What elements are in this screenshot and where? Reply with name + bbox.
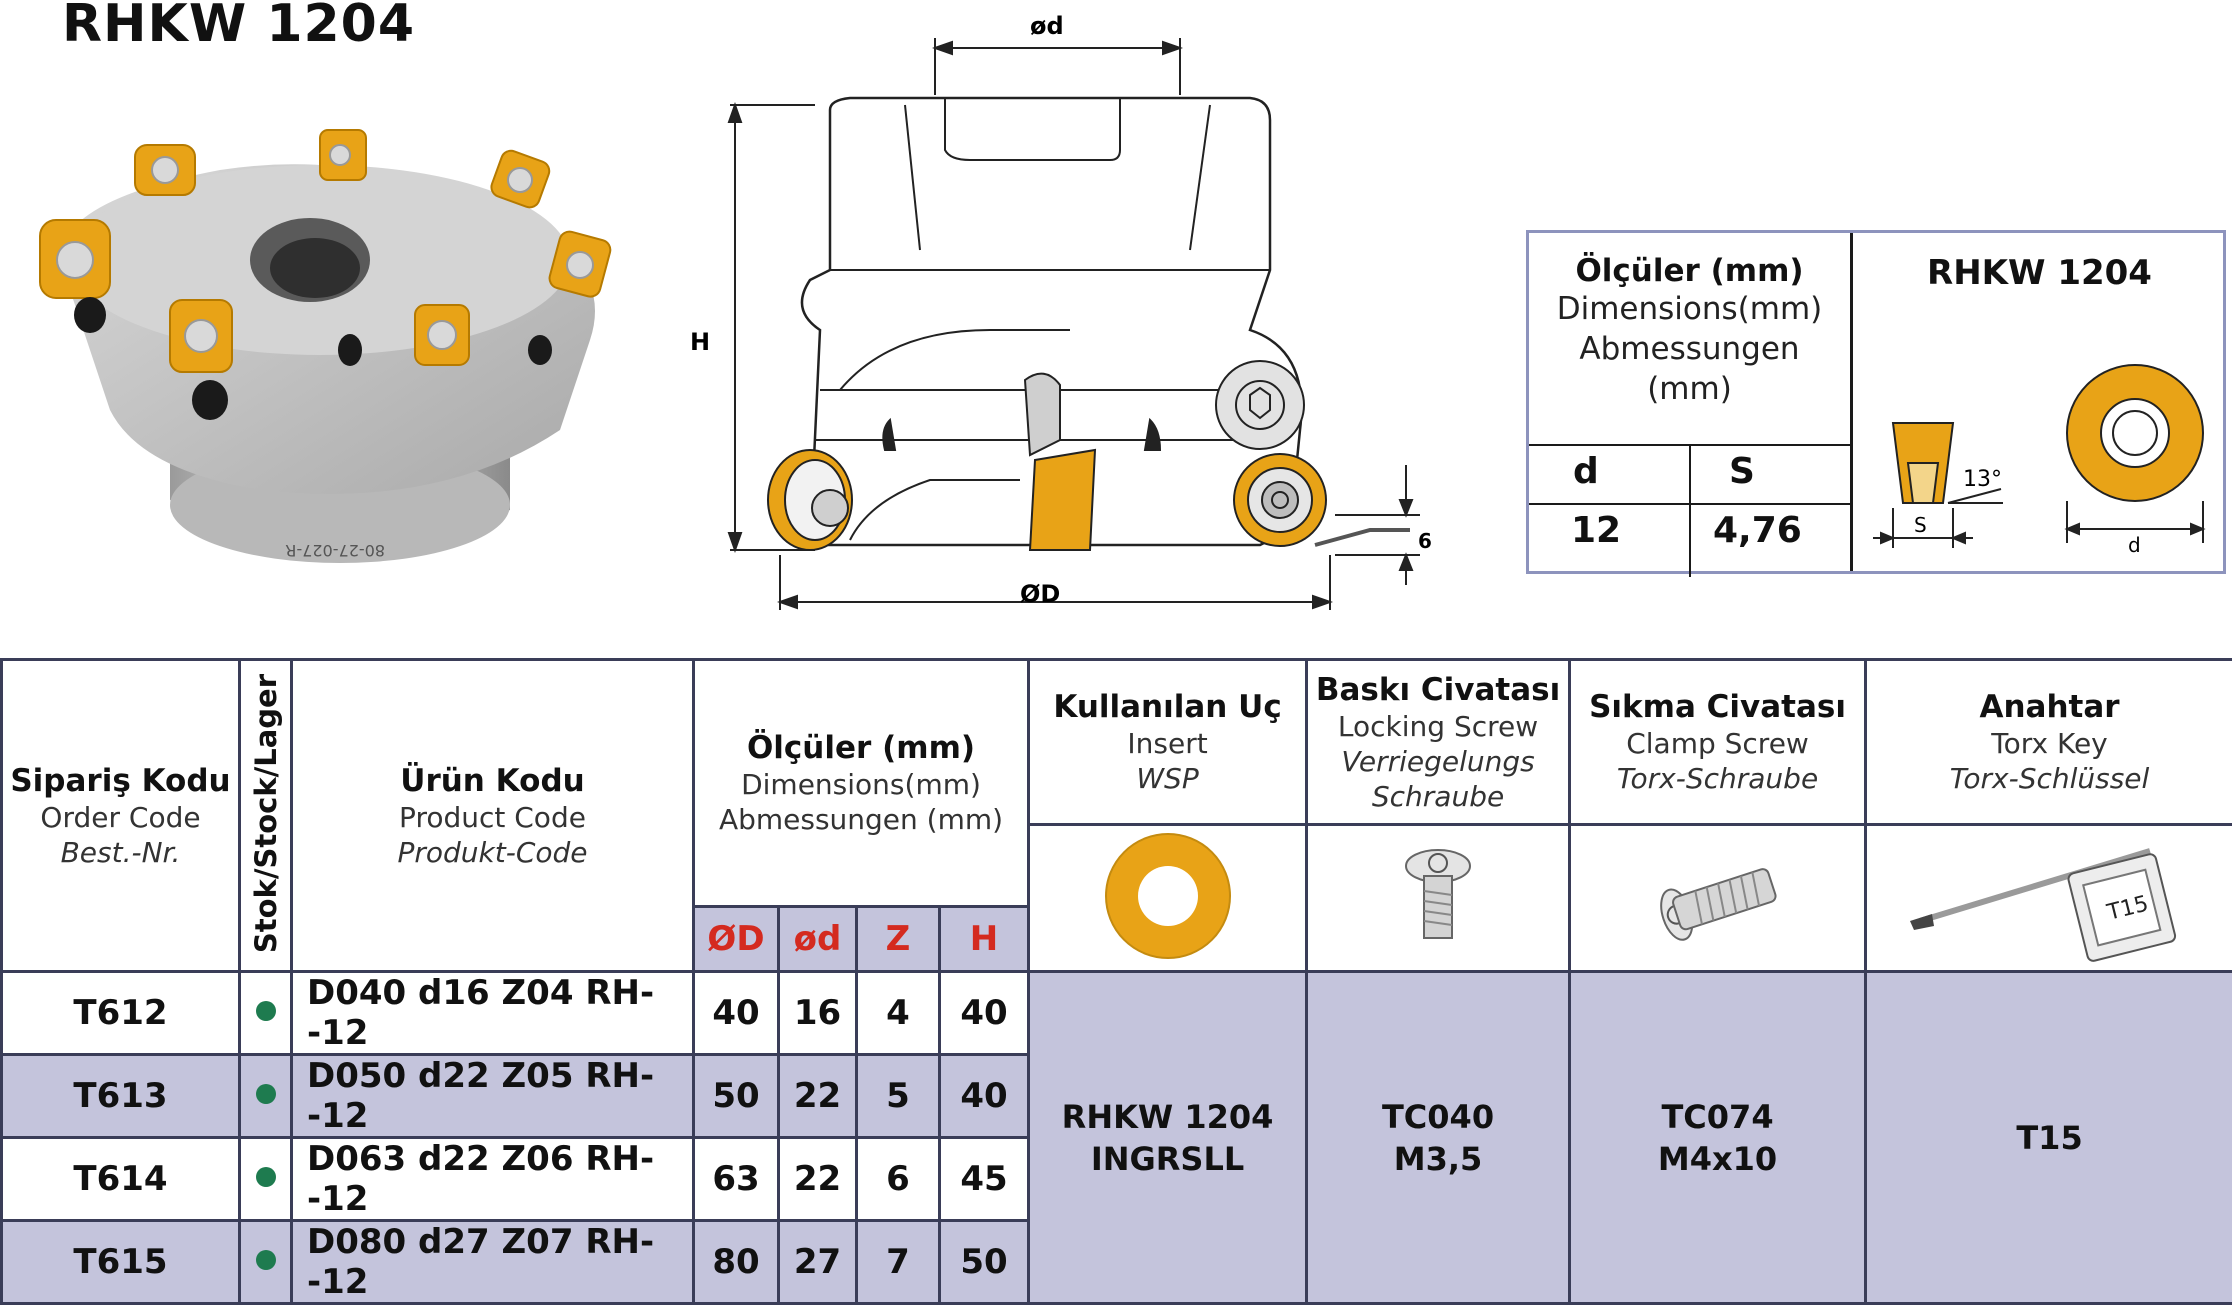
insert-d-label: d: [2128, 533, 2141, 557]
stock-cell: [240, 1221, 292, 1304]
dim-Z-cell: 4: [857, 972, 940, 1055]
header-clamp-screw: Sıkma Civatası Clamp Screw Torx-Schraube: [1570, 660, 1866, 825]
dim-D-cell: 63: [694, 1138, 779, 1221]
stock-cell: [240, 1138, 292, 1221]
in-stock-icon: [256, 1167, 276, 1187]
clamp-screw-value-cell: TC074 M4x10: [1570, 972, 1866, 1304]
cutter-technical-drawing: ød H ØD 6: [690, 10, 1450, 630]
insert-s-label: S: [1914, 513, 1927, 537]
insert-image-cell: [1029, 825, 1307, 972]
product-code-cell: D080 d27 Z07 RH--12: [292, 1221, 694, 1304]
header-stock: Stok/Stock/Lager: [240, 660, 292, 972]
insert-spec-box: Ölçüler (mm) Dimensions(mm) Abmessungen …: [1526, 230, 2226, 574]
in-stock-icon: [256, 1250, 276, 1270]
angle-label: 13°: [1963, 467, 2002, 492]
header-dim-d: ød: [779, 906, 857, 971]
od-big-label: ØD: [1020, 580, 1060, 608]
dim-H-cell: 50: [940, 1221, 1029, 1304]
order-code-cell: T614: [2, 1138, 240, 1221]
in-stock-icon: [256, 1001, 276, 1021]
header-dim-H: H: [940, 906, 1029, 971]
dim-6-label: 6: [1418, 529, 1432, 553]
clamp-screw-icon: [1648, 846, 1788, 946]
spec-header: Ölçüler (mm) Dimensions(mm) Abmessungen …: [1529, 233, 1850, 409]
dim-H-cell: 40: [940, 972, 1029, 1055]
dim-H-cell: 40: [940, 1055, 1029, 1138]
stock-cell: [240, 1055, 292, 1138]
round-insert-icon: [1098, 826, 1238, 966]
locking-screw-image-cell: [1307, 825, 1570, 972]
spec-header-line4: (mm): [1529, 369, 1850, 409]
in-stock-icon: [256, 1084, 276, 1104]
spec-header-line3: Abmessungen: [1529, 329, 1850, 369]
insert-value-cell: RHKW 1204 INGRSLL: [1029, 972, 1307, 1304]
dim-d-cell: 22: [779, 1055, 857, 1138]
dim-H-cell: 45: [940, 1138, 1029, 1221]
locking-screw-value-cell: TC040 M3,5: [1307, 972, 1570, 1304]
dim-Z-cell: 7: [857, 1221, 940, 1304]
dim-Z-cell: 6: [857, 1138, 940, 1221]
dim-d-cell: 22: [779, 1138, 857, 1221]
torx-key-image-cell: T15: [1866, 825, 2232, 972]
spec-insert-title: RHKW 1204: [1853, 253, 2226, 293]
header-insert: Kullanılan Uç Insert WSP: [1029, 660, 1307, 825]
order-code-cell: T613: [2, 1055, 240, 1138]
order-code-cell: T612: [2, 972, 240, 1055]
h-label: H: [690, 328, 710, 356]
clamp-screw-image-cell: [1570, 825, 1866, 972]
locking-screw-icon: [1388, 841, 1488, 951]
torx-key-value-cell: T15: [1866, 972, 2232, 1304]
product-code-cell: D050 d22 Z05 RH--12: [292, 1055, 694, 1138]
svg-text:80-27-027-R: 80-27-027-R: [285, 541, 385, 560]
header-product-code: Ürün Kodu Product Code Produkt-Code: [292, 660, 694, 972]
dim-D-cell: 80: [694, 1221, 779, 1304]
spec-header-title: Ölçüler (mm): [1529, 253, 1850, 289]
spec-col-d: d: [1573, 451, 1599, 492]
dim-d-cell: 27: [779, 1221, 857, 1304]
header-dimensions: Ölçüler (mm) Dimensions(mm) Abmessungen …: [694, 660, 1029, 907]
page-title: RHKW 1204: [62, 0, 415, 54]
header-order-code: Sipariş Kodu Order Code Best.-Nr.: [2, 660, 240, 972]
header-torx-key: Anahtar Torx Key Torx-Schlüssel: [1866, 660, 2232, 825]
dim-D-cell: 50: [694, 1055, 779, 1138]
spec-header-line2: Dimensions(mm): [1529, 289, 1850, 329]
dim-D-cell: 40: [694, 972, 779, 1055]
header-locking-screw: Baskı Civatası Locking Screw Verriegelun…: [1307, 660, 1570, 825]
spec-val-d: 12: [1571, 510, 1621, 551]
spec-col-s: S: [1729, 451, 1755, 492]
insert-profile-drawing: 13° S d: [1853, 303, 2226, 573]
product-code-cell: D063 d22 Z06 RH--12: [292, 1138, 694, 1221]
spec-val-s: 4,76: [1713, 510, 1802, 551]
table-row: T612 D040 d16 Z04 RH--12 40 16 4 40 RHKW…: [2, 972, 2232, 1055]
dim-Z-cell: 5: [857, 1055, 940, 1138]
header-dim-Z: Z: [857, 906, 940, 971]
header-dim-D: ØD: [694, 906, 779, 971]
od-small-label: ød: [1030, 12, 1064, 40]
dim-d-cell: 16: [779, 972, 857, 1055]
torx-key-icon: T15: [1900, 826, 2200, 966]
milling-cutter-photo: 80-27-027-R: [20, 110, 640, 630]
stock-cell: [240, 972, 292, 1055]
order-code-cell: T615: [2, 1221, 240, 1304]
product-code-cell: D040 d16 Z04 RH--12: [292, 972, 694, 1055]
product-table: Sipariş Kodu Order Code Best.-Nr. Stok/S…: [0, 658, 2232, 1305]
